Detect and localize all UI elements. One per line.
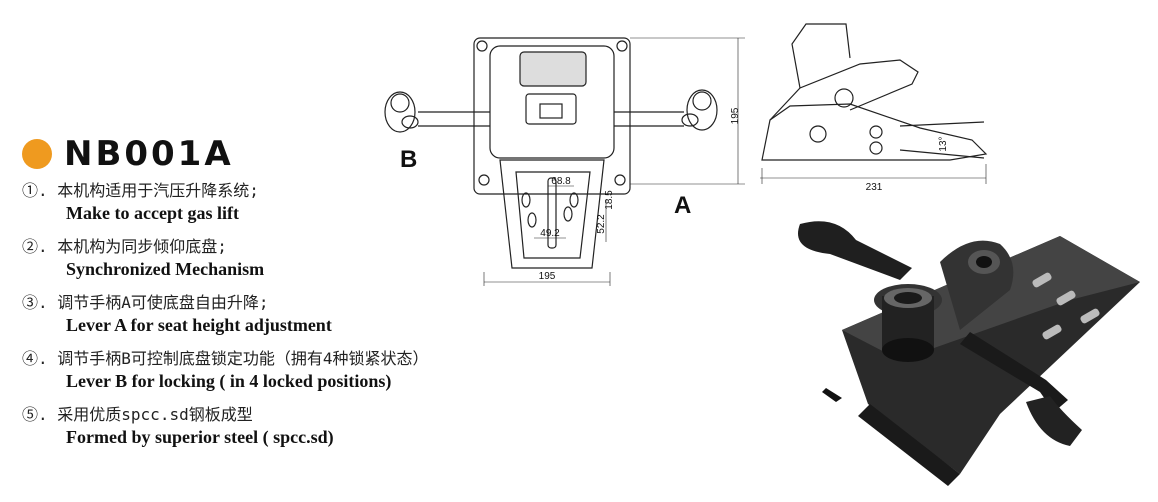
feature-en: Formed by superior steel ( spcc.sd) <box>66 427 334 447</box>
mechanism-3d-render <box>798 221 1140 486</box>
feature-en: Synchronized Mechanism <box>66 259 265 279</box>
front-view-drawing <box>384 37 745 286</box>
feature-item: ⑤. 采用优质spcc.sd钢板成型 Formed by superior st… <box>22 404 582 448</box>
lever-a-label: A <box>674 192 692 219</box>
feature-cn: ④. 调节手柄B可控制底盘锁定功能（拥有4种锁紧状态） <box>22 349 429 368</box>
feature-cn: ①. 本机构适用于汽压升降系统; <box>22 181 259 200</box>
dim-slot-top: 68.8 <box>551 176 571 187</box>
feature-cn: ③. 调节手柄A可使底盘自由升降; <box>22 293 269 312</box>
feature-item: ②. 本机构为同步倾仰底盘; Synchronized Mechanism <box>22 236 582 280</box>
feature-en: Make to accept gas lift <box>66 203 239 223</box>
dim-side-length: 231 <box>866 182 883 193</box>
feature-item: ③. 调节手柄A可使底盘自由升降; Lever A for seat heigh… <box>22 292 582 336</box>
feature-item: ①. 本机构适用于汽压升降系统; Make to accept gas lift <box>22 180 582 224</box>
lever-b-label: B <box>400 146 418 173</box>
feature-cn: ⑤. 采用优质spcc.sd钢板成型 <box>22 405 253 424</box>
feature-en: Lever A for seat height adjustment <box>66 315 332 335</box>
dim-width-bottom: 195 <box>539 271 556 282</box>
dim-tilt-angle: 13° <box>938 136 949 151</box>
dim-slot-small: 18.5 <box>604 190 615 210</box>
title-row: NB001A <box>22 134 234 174</box>
feature-item: ④. 调节手柄B可控制底盘锁定功能（拥有4种锁紧状态） Lever B for … <box>22 348 582 392</box>
side-view-drawing <box>760 23 988 184</box>
feature-list: ①. 本机构适用于汽压升降系统; Make to accept gas lift… <box>22 180 582 460</box>
orange-bullet-icon <box>22 139 52 169</box>
feature-en: Lever B for locking ( in 4 locked positi… <box>66 371 392 391</box>
model-title: NB001A <box>64 134 234 174</box>
dim-slot-bottom: 49.2 <box>540 228 560 239</box>
feature-cn: ②. 本机构为同步倾仰底盘; <box>22 237 227 256</box>
dim-height: 195 <box>730 107 741 124</box>
dim-slot-vertical: 52.2 <box>596 214 607 234</box>
